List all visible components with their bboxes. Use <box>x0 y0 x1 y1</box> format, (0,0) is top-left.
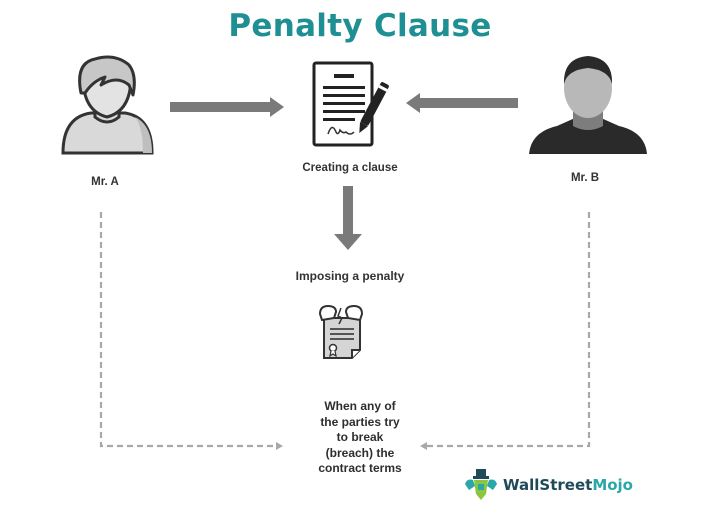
create-clause-label: Creating a clause <box>302 162 398 174</box>
dashed-arrowhead-right <box>276 442 283 450</box>
dashed-connector-left <box>99 212 278 448</box>
breach-description: When any of the parties try to break (br… <box>280 399 440 477</box>
breach-line: to break <box>336 430 384 444</box>
breach-line: When any of <box>324 399 396 413</box>
breach-line: contract terms <box>318 461 402 475</box>
person-outline-icon <box>55 55 160 155</box>
signed-document-icon <box>310 60 395 150</box>
party-a-label: Mr. A <box>91 176 119 188</box>
page-title: Penalty Clause <box>228 8 492 44</box>
torn-contract-icon <box>316 304 366 362</box>
arrow-right-icon <box>170 96 288 118</box>
mojo-mascot-icon <box>465 469 497 500</box>
dashed-arrowhead-left <box>420 442 427 450</box>
person-silhouette-icon <box>527 54 649 154</box>
brand-name-part2: Mojo <box>592 476 633 494</box>
party-b-label: Mr. B <box>570 172 600 184</box>
arrow-down-icon <box>333 186 363 252</box>
brand-name-part1: WallStreet <box>503 476 593 494</box>
impose-penalty-label: Imposing a penalty <box>295 269 405 283</box>
arrow-left-icon <box>402 92 520 114</box>
dashed-connector-right <box>425 212 591 448</box>
breach-line: the parties try <box>320 414 400 429</box>
breach-line: (breach) the <box>325 445 395 460</box>
